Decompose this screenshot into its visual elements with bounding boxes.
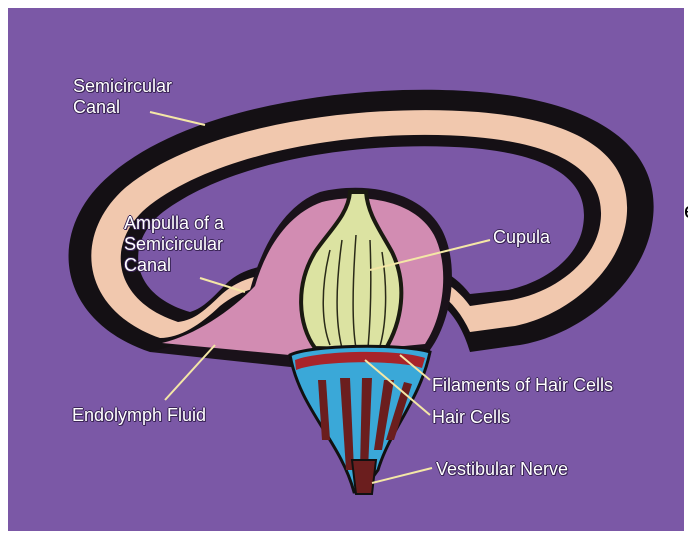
label-filaments: Filaments of Hair Cells [432,375,613,396]
label-cupula: Cupula [493,227,550,248]
label-ampulla-line3: Canal [124,255,224,276]
label-semicircular-canal-line1: Semicircular [73,76,172,97]
clipped-edge-text: e [684,198,688,226]
label-hair-cells: Hair Cells [432,407,510,428]
label-ampulla-line1: Ampulla of a [124,213,224,234]
vestibular-nerve [352,460,376,494]
label-vestibular-nerve: Vestibular Nerve [436,459,568,480]
label-ampulla-line2: Semicircular [124,234,224,255]
label-endolymph: Endolymph Fluid [72,405,206,426]
label-semicircular-canal-line2: Canal [73,97,172,118]
label-semicircular-canal: Semicircular Canal [73,76,172,118]
label-ampulla: Ampulla of a Semicircular Canal [124,213,224,276]
